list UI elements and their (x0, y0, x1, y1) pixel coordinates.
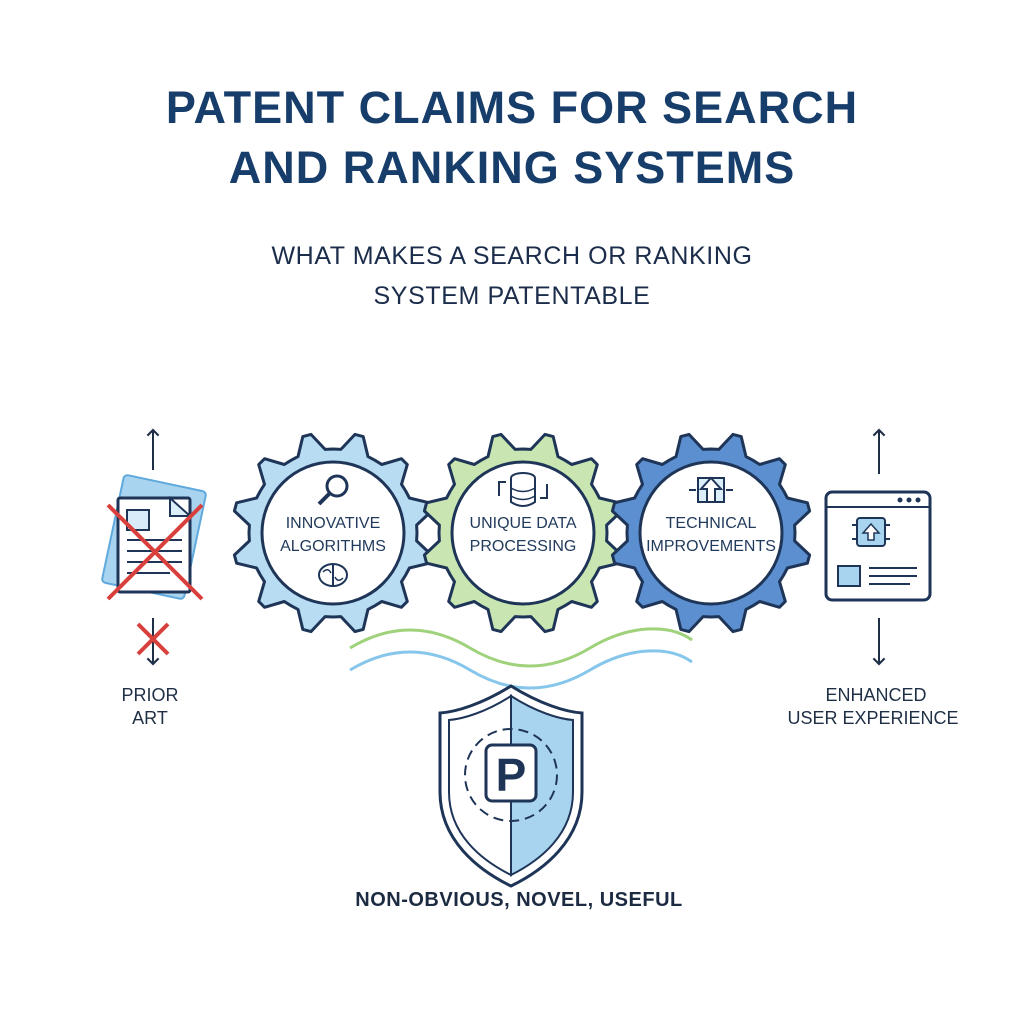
patentability-criteria-label: NON-OBVIOUS, NOVEL, USEFUL (355, 889, 682, 911)
ux-label-line-1: ENHANCED (825, 685, 926, 705)
browser-window-icon (826, 492, 930, 600)
shield-letter: P (496, 749, 527, 801)
gear-3: TECHNICAL IMPROVEMENTS (612, 434, 809, 631)
gear-label-line-2: IMPROVEMENTS (646, 538, 776, 555)
gear-label-line-2: ALGORITHMS (280, 538, 386, 555)
user-experience-group: ENHANCED USER EXPERIENCE (787, 430, 958, 728)
gear-label-line-2: PROCESSING (470, 538, 577, 555)
gears-group: INNOVATIVE ALGORITHMS UNIQUE DATA PROCESSIN… (234, 434, 809, 631)
gear-label-line-1: INNOVATIVE (286, 515, 381, 532)
gear-label-line-1: TECHNICAL (666, 515, 757, 532)
prior-art-label-line-1: PRIOR (121, 685, 178, 705)
gear-1: INNOVATIVE ALGORITHMS (234, 434, 431, 631)
ux-label-line-2: USER EXPERIENCE (787, 708, 958, 728)
gear-2: UNIQUE DATA PROCESSING (424, 434, 621, 631)
connection-waves (350, 629, 692, 688)
patent-shield-icon: P (440, 686, 582, 886)
crossed-document-icon (101, 474, 206, 599)
prior-art-group: PRIOR ART (101, 430, 206, 728)
gear-label-line-1: UNIQUE DATA (470, 515, 577, 532)
prior-art-label-line-2: ART (132, 708, 168, 728)
